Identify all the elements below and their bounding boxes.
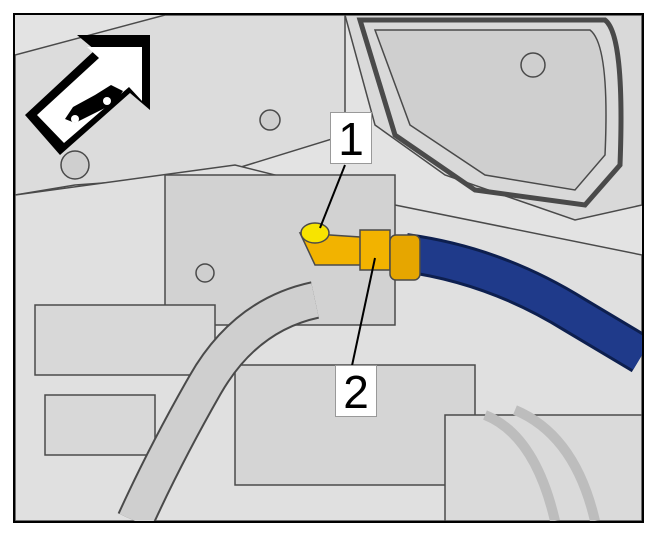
illustration-frame: 1 2: [13, 13, 644, 523]
callout-1: 1: [330, 112, 372, 164]
bolts: [60, 52, 546, 283]
engine-bay-illustration: [15, 15, 642, 521]
leader-line-1: [319, 164, 346, 229]
cable-terminal: [298, 222, 421, 281]
callout-2-label: 2: [343, 366, 369, 418]
callout-1-label: 1: [338, 113, 364, 165]
forward-direction-car-arrow-icon: [25, 35, 150, 155]
callout-2: 2: [335, 365, 377, 417]
leader-line-2: [349, 257, 376, 376]
